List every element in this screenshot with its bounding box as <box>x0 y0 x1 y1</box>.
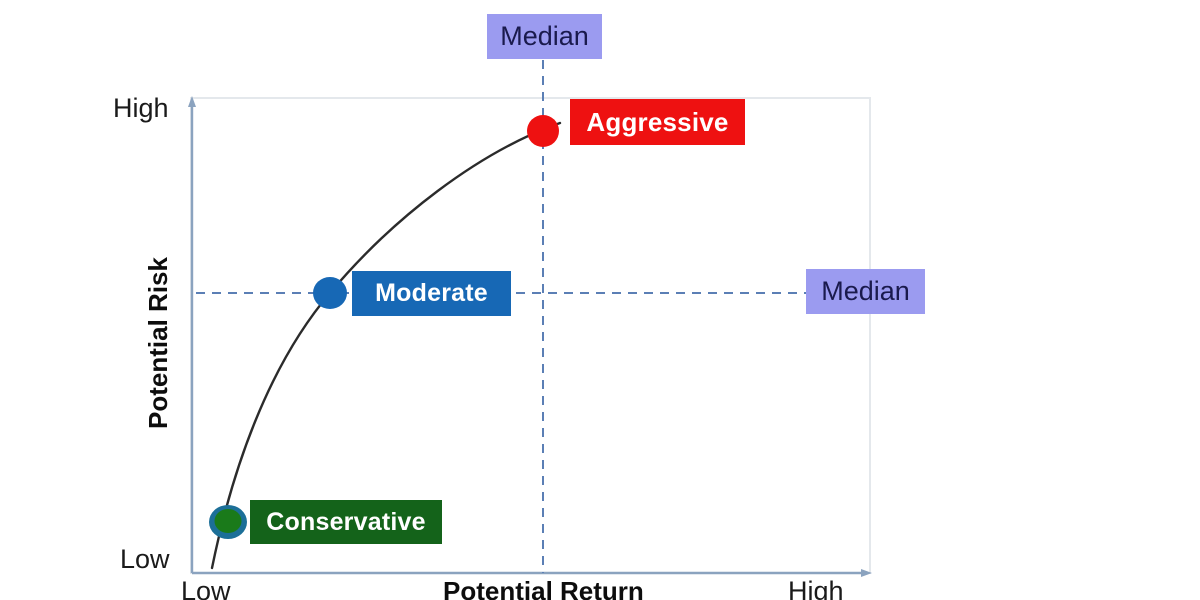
data-point-conservative[interactable] <box>209 505 247 539</box>
label-conservative[interactable]: Conservative <box>250 500 442 544</box>
x-axis-tick-high: High <box>788 576 844 600</box>
y-axis-tick-high: High <box>113 93 169 123</box>
label-aggressive[interactable]: Aggressive <box>570 99 745 145</box>
aggressive-dot <box>527 115 559 147</box>
x-axis-title: Potential Return <box>443 576 644 600</box>
data-point-aggressive[interactable] <box>527 115 559 147</box>
moderate-dot <box>313 277 347 309</box>
label-moderate[interactable]: Moderate <box>352 271 511 316</box>
plot-area-border <box>190 97 871 574</box>
y-axis-arrowhead <box>188 96 196 107</box>
x-axis-arrowhead <box>861 569 872 577</box>
y-axis-title: Potential Risk <box>143 257 173 429</box>
x-axis-tick-low: Low <box>181 576 231 600</box>
y-axis-tick-low: Low <box>120 544 170 574</box>
median-label-right[interactable]: Median <box>806 269 925 314</box>
data-point-moderate[interactable] <box>313 277 347 309</box>
median-label-top[interactable]: Median <box>487 14 602 59</box>
conservative-dot <box>214 509 242 533</box>
